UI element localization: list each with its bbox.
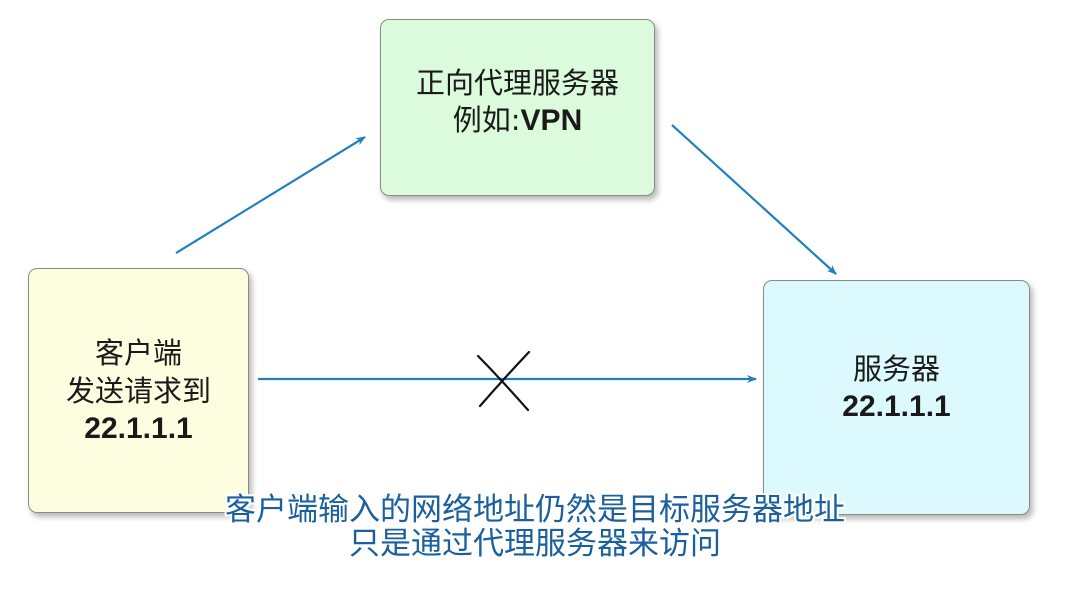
client-target-ip: 22.1.1.1 bbox=[84, 411, 193, 445]
proxy-to-server-arrow bbox=[671, 124, 837, 275]
server-node: 服务器 22.1.1.1 bbox=[763, 280, 1030, 515]
caption-line-1: 客户端输入的网络地址仍然是目标服务器地址 bbox=[225, 492, 845, 528]
proxy-example: 例如:VPN bbox=[453, 102, 582, 139]
blocked-cross-icon bbox=[476, 350, 531, 412]
server-ip: 22.1.1.1 bbox=[842, 389, 951, 423]
caption-line-2: 只是通过代理服务器来访问 bbox=[349, 526, 721, 562]
client-node: 客户端 发送请求到 22.1.1.1 bbox=[28, 268, 249, 513]
client-title: 客户端 bbox=[94, 335, 182, 370]
forward-proxy-node: 正向代理服务器 例如:VPN bbox=[380, 19, 655, 196]
client-action: 发送请求到 bbox=[65, 373, 211, 408]
proxy-example-prefix: 例如: bbox=[452, 102, 521, 137]
proxy-example-vpn: VPN bbox=[520, 103, 583, 137]
proxy-title: 正向代理服务器 bbox=[415, 65, 619, 100]
client-to-proxy-arrow bbox=[175, 136, 366, 254]
server-title: 服务器 bbox=[852, 351, 940, 386]
